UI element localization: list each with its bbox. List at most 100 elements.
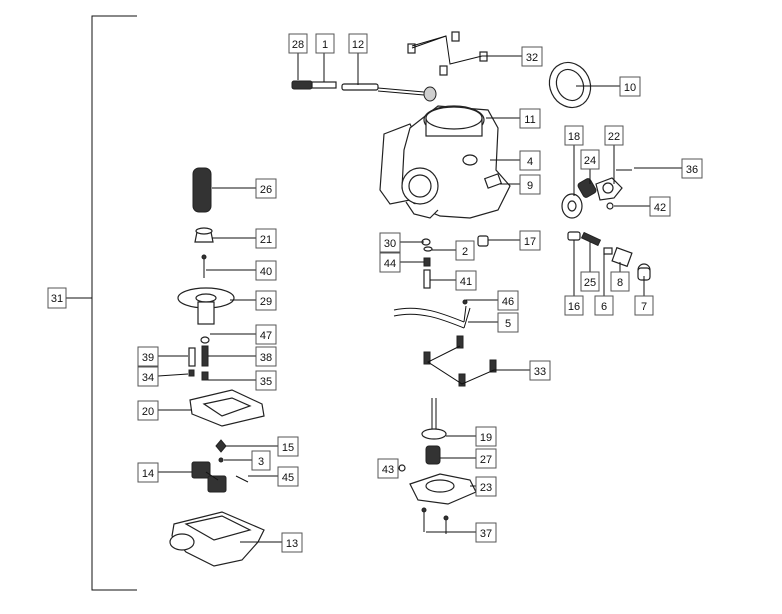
parts-drawings — [169, 31, 651, 567]
part-12-drawing — [341, 83, 437, 102]
callout-45: 45 — [277, 466, 299, 487]
callout-14: 14 — [137, 462, 159, 483]
callout-28: 28 — [288, 33, 308, 54]
callout-29: 29 — [255, 290, 277, 311]
callout-4: 4 — [519, 150, 541, 171]
carburetor-body-drawing — [379, 105, 511, 219]
callout-32-text: 32 — [526, 52, 538, 64]
callout-47: 47 — [255, 324, 277, 345]
callout-37: 37 — [475, 522, 497, 543]
callout-3: 3 — [251, 450, 271, 471]
part-20-drawing — [189, 389, 265, 427]
callout-35: 35 — [255, 370, 277, 391]
callout-1-text: 1 — [322, 39, 328, 51]
callout-30: 30 — [379, 232, 401, 253]
part-13-drawing — [169, 511, 265, 567]
callout-9: 9 — [519, 174, 541, 195]
callout-34: 34 — [137, 366, 159, 387]
callout-33-text: 33 — [534, 366, 546, 378]
callout-42: 42 — [649, 196, 671, 217]
callout-28-text: 28 — [292, 39, 304, 51]
callout-25: 25 — [580, 271, 600, 292]
callout-13-text: 13 — [286, 538, 298, 550]
callout-34-text: 34 — [142, 372, 154, 384]
part-1-drawing — [311, 81, 337, 89]
callout-32: 32 — [521, 46, 543, 67]
callout-18: 18 — [564, 125, 584, 146]
callout-5-text: 5 — [505, 318, 511, 330]
callout-38: 38 — [255, 346, 277, 367]
callout-46-text: 46 — [502, 296, 514, 308]
callout-26: 26 — [255, 178, 277, 199]
callout-4-text: 4 — [527, 156, 533, 168]
callout-40: 40 — [255, 260, 277, 281]
callout-16-text: 16 — [568, 301, 580, 313]
part-46-5-drawing — [393, 299, 471, 329]
callout-39: 39 — [137, 346, 159, 367]
part-14-drawing — [191, 461, 227, 493]
part-19-drawing — [421, 398, 447, 440]
callout-40-text: 40 — [260, 266, 272, 278]
callout-25-text: 25 — [584, 277, 596, 289]
callout-24: 24 — [580, 149, 600, 170]
callout-5: 5 — [497, 312, 519, 333]
leader-lines — [157, 35, 682, 543]
callout-33: 33 — [529, 360, 551, 381]
callout-16: 16 — [564, 295, 584, 316]
part-45-drawing — [235, 475, 249, 483]
callout-22: 22 — [604, 125, 624, 146]
callout-12: 12 — [348, 33, 368, 54]
callout-3-text: 3 — [258, 456, 264, 468]
callout-2: 2 — [455, 240, 475, 261]
callout-21-text: 21 — [260, 234, 272, 246]
callout-39-text: 39 — [142, 352, 154, 364]
callout-20: 20 — [137, 400, 159, 421]
callout-47-text: 47 — [260, 330, 272, 342]
part-26-drawing — [192, 167, 212, 213]
callout-11: 11 — [519, 108, 541, 129]
part-17-drawing — [477, 235, 489, 247]
part-23-drawing — [409, 473, 477, 505]
callout-46: 46 — [497, 290, 519, 311]
callout-44: 44 — [379, 252, 401, 273]
callout-36: 36 — [681, 158, 703, 179]
callout-27-text: 27 — [480, 454, 492, 466]
part-28-drawing — [291, 80, 313, 90]
part-27-drawing — [425, 445, 441, 465]
part-38-drawing — [201, 345, 209, 367]
callout-36-text: 36 — [686, 164, 698, 176]
callout-26-text: 26 — [260, 184, 272, 196]
callout-37-text: 37 — [480, 528, 492, 540]
callout-12-text: 12 — [352, 39, 364, 51]
callout-13: 13 — [281, 532, 303, 553]
callout-11-text: 11 — [524, 114, 535, 126]
callout-10: 10 — [619, 76, 641, 97]
part-47-drawing — [200, 336, 210, 344]
part-39-drawing — [188, 347, 196, 367]
callout-38-text: 38 — [260, 352, 272, 364]
callout-23: 23 — [475, 476, 497, 497]
callout-17-text: 17 — [524, 236, 536, 248]
part-30-2-drawing — [421, 238, 433, 252]
callout-8-text: 8 — [617, 277, 623, 289]
callout-1: 1 — [315, 33, 335, 54]
part-15-3-drawing — [215, 439, 227, 463]
callout-20-text: 20 — [142, 406, 154, 418]
callout-2-text: 2 — [462, 246, 468, 258]
callout-8: 8 — [610, 271, 630, 292]
callout-18-text: 18 — [568, 131, 580, 143]
part-33-drawing — [423, 335, 497, 387]
callout-43-text: 43 — [382, 464, 394, 476]
callout-7-text: 7 — [641, 301, 647, 313]
part-37-drawing — [421, 507, 449, 534]
callout-14-text: 14 — [142, 468, 154, 480]
assembly-bracket — [66, 15, 137, 591]
part-40-drawing — [201, 254, 207, 278]
callout-10-text: 10 — [624, 82, 636, 94]
callout-41-text: 41 — [460, 276, 472, 288]
callout-17: 17 — [519, 230, 541, 251]
callout-31: 31 — [47, 287, 67, 309]
callout-27: 27 — [475, 448, 497, 469]
part-32-drawing — [407, 31, 488, 76]
callout-19: 19 — [475, 426, 497, 447]
